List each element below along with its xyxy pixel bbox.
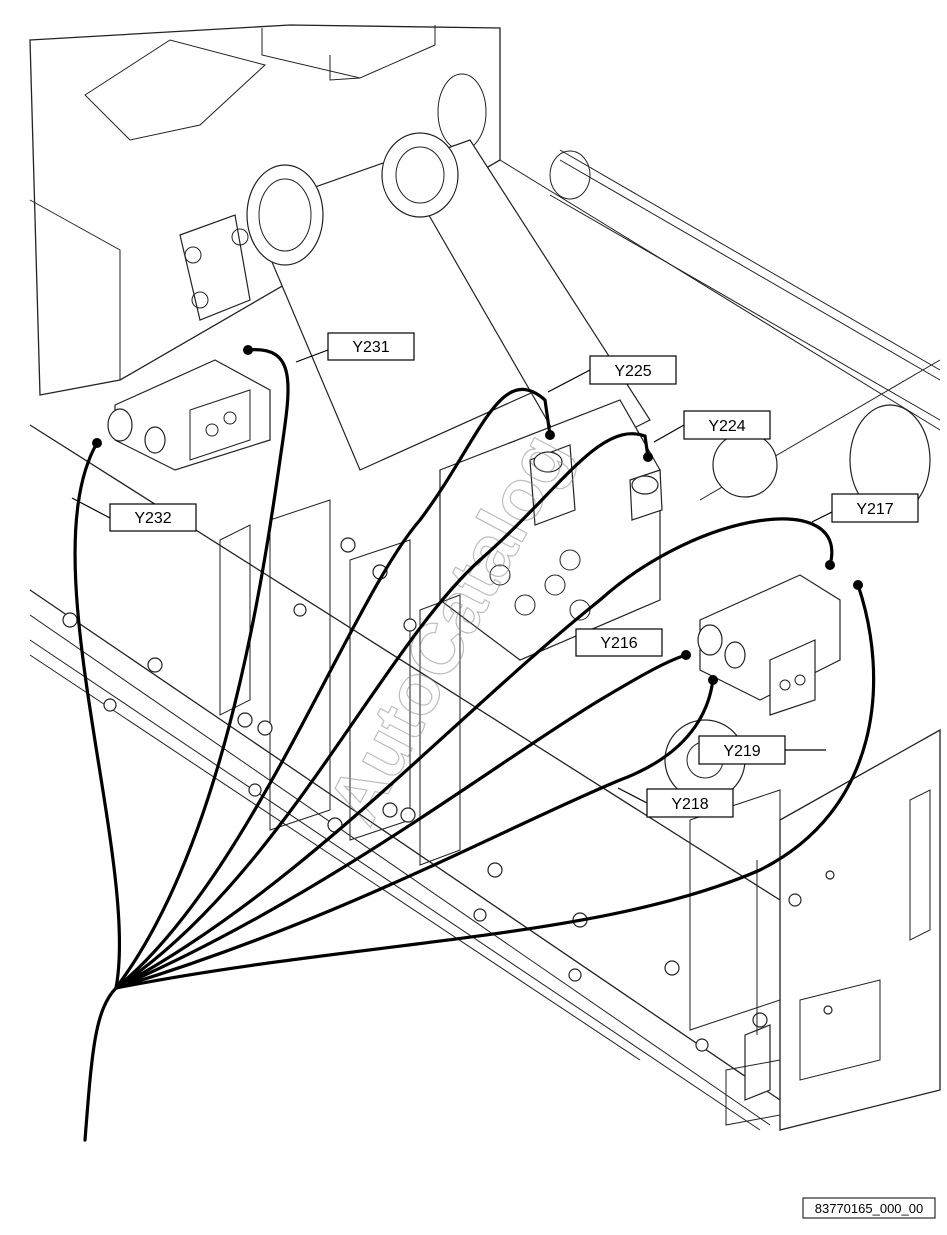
cable-y217 bbox=[114, 517, 834, 990]
cable-main-trunk bbox=[83, 986, 118, 1142]
cable-y216 bbox=[114, 653, 688, 990]
cable-harness bbox=[73, 345, 876, 1142]
callout-label: Y225 bbox=[614, 363, 651, 380]
callout-label: Y224 bbox=[708, 418, 745, 435]
callout-y218: Y218 bbox=[646, 788, 734, 818]
cable-y224 bbox=[114, 432, 650, 990]
machine-frame-drawing bbox=[29, 24, 941, 1131]
callout-y232: Y232 bbox=[109, 503, 197, 532]
callout-label: Y218 bbox=[671, 796, 708, 813]
connector-y231 bbox=[243, 345, 253, 355]
reference-number-text: 83770165_000_00 bbox=[815, 1201, 923, 1216]
connector-y217 bbox=[825, 560, 835, 570]
callout-label: Y219 bbox=[723, 743, 760, 760]
rail-bolts bbox=[62, 537, 835, 1052]
connector-y219 bbox=[708, 675, 718, 685]
connector-y224 bbox=[643, 452, 653, 462]
callout-label: Y232 bbox=[134, 510, 171, 527]
callout-y224: Y224 bbox=[683, 410, 771, 440]
callout-label: Y216 bbox=[600, 635, 637, 652]
cable-y225 bbox=[114, 387, 552, 990]
cable-y218 bbox=[114, 583, 876, 990]
connector-y218 bbox=[853, 580, 863, 590]
callout-label: Y231 bbox=[352, 339, 389, 356]
callout-label: Y217 bbox=[856, 501, 893, 518]
callout-y217: Y217 bbox=[831, 493, 919, 523]
cable-y231 bbox=[114, 348, 290, 990]
cable-y219 bbox=[114, 678, 715, 990]
connector-y232 bbox=[92, 438, 102, 448]
connector-y216 bbox=[681, 650, 691, 660]
callout-y231: Y231 bbox=[327, 332, 415, 361]
callout-y225: Y225 bbox=[589, 355, 677, 385]
connector-y225 bbox=[545, 430, 555, 440]
callout-y216: Y216 bbox=[575, 628, 663, 657]
drawing-reference-number: 83770165_000_00 bbox=[802, 1197, 936, 1219]
callout-y219: Y219 bbox=[698, 735, 786, 765]
